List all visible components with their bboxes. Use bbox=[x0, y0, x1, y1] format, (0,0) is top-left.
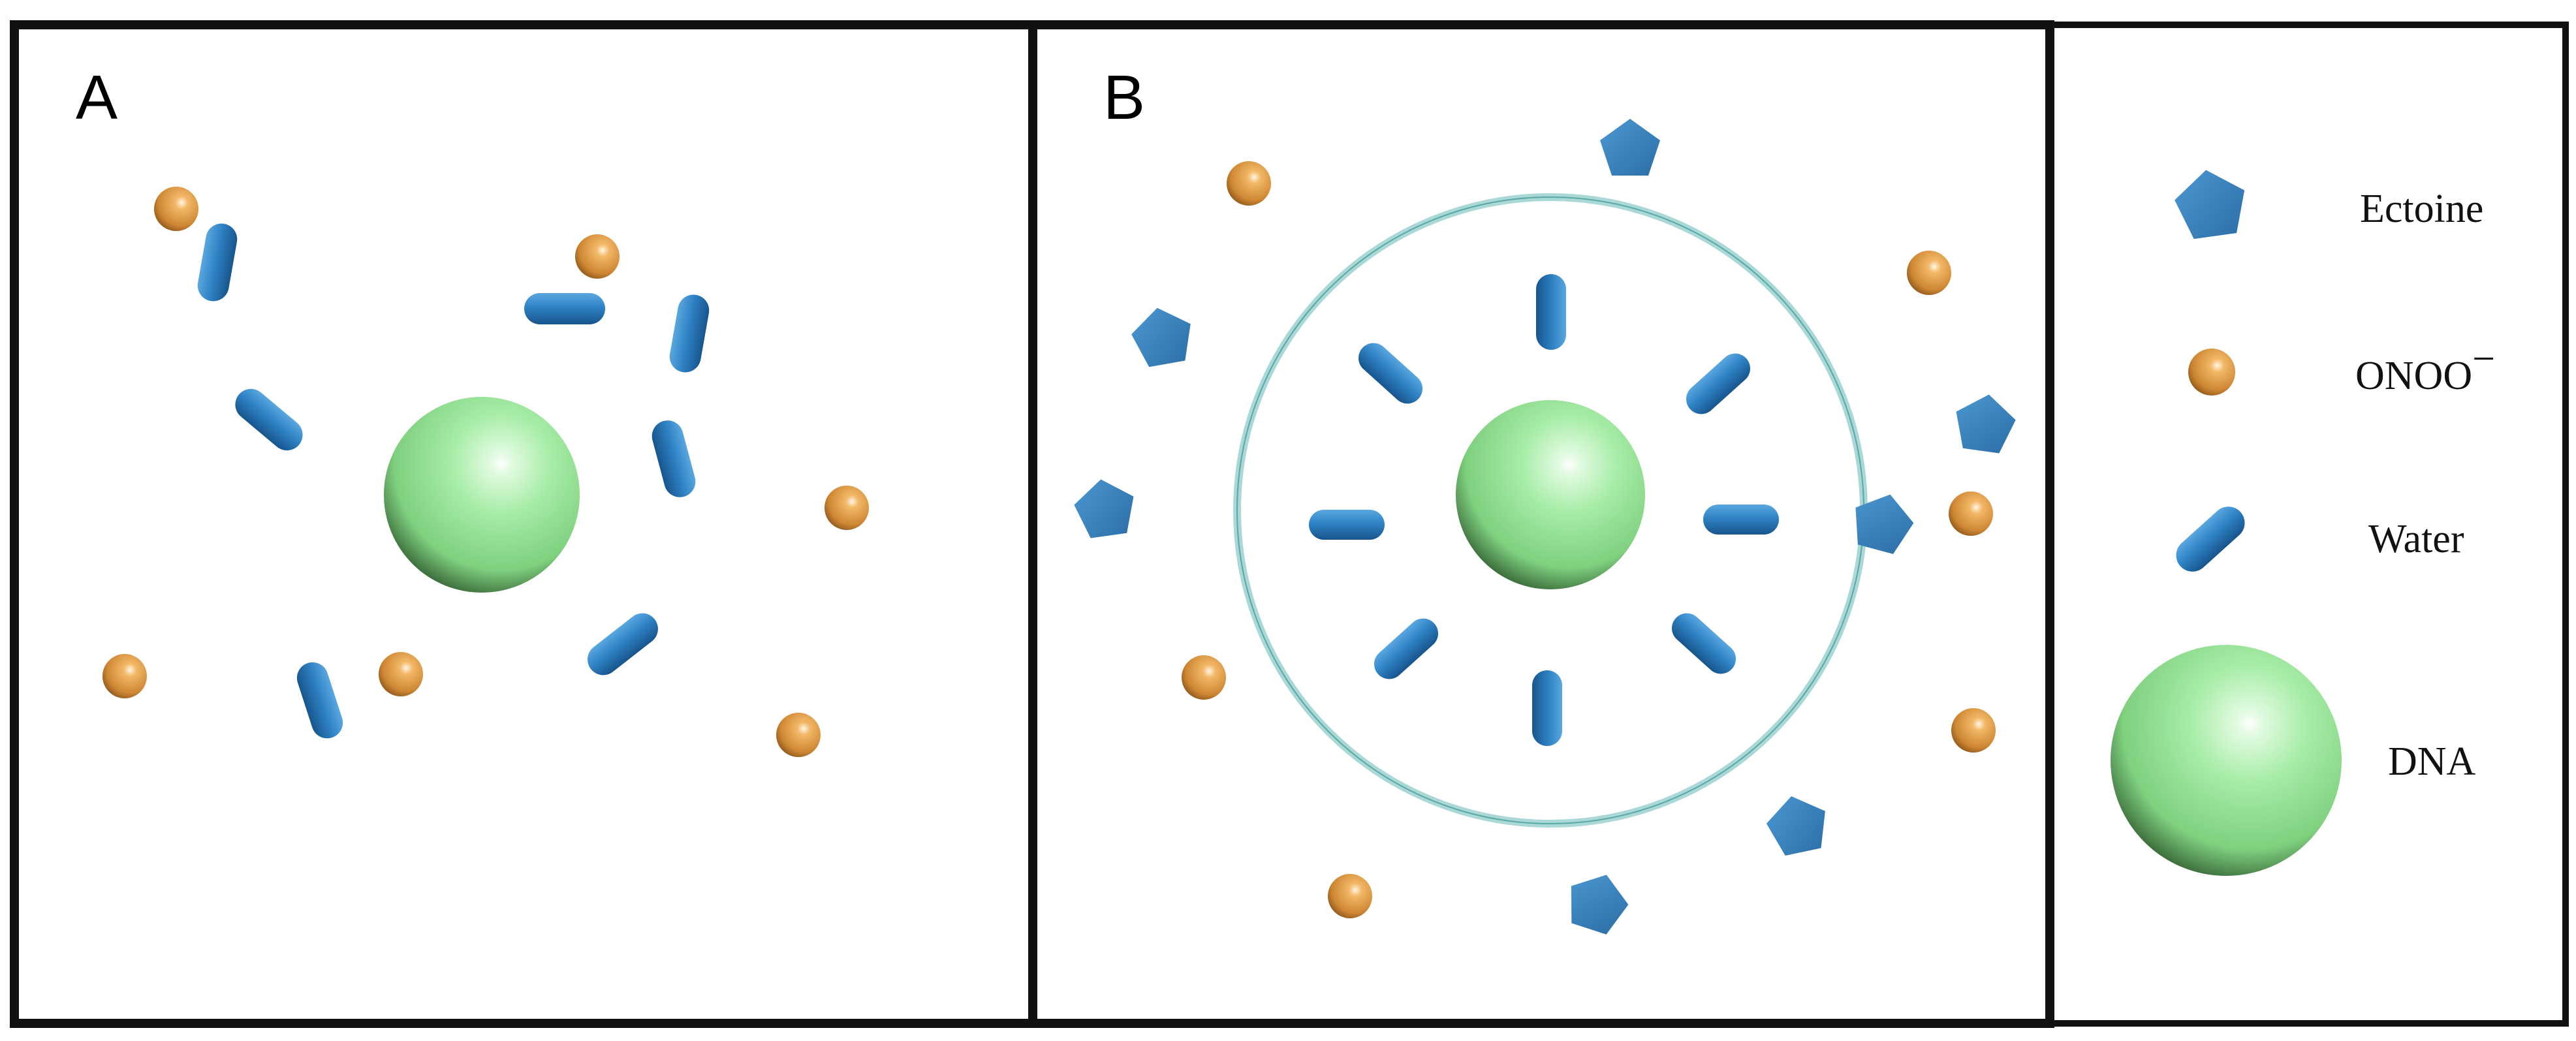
legend-onoo-superscript: − bbox=[2472, 337, 2495, 381]
water-molecule bbox=[1536, 274, 1566, 350]
onoo-molecule bbox=[575, 234, 620, 279]
water-molecule bbox=[235, 388, 303, 451]
onoo-molecule bbox=[154, 187, 198, 231]
ectoine-molecule bbox=[1571, 875, 1629, 935]
legend-onoo-icon bbox=[2188, 349, 2235, 396]
water-molecule bbox=[652, 420, 696, 497]
legend-water-icon bbox=[2176, 506, 2245, 572]
legend-onoo-label: ONOO− bbox=[2355, 337, 2495, 398]
legend-ectoine-label: Ectoine bbox=[2360, 187, 2483, 231]
water-molecule bbox=[669, 294, 710, 373]
panel-b-label: B bbox=[1103, 63, 1145, 132]
water-molecule bbox=[1309, 510, 1385, 540]
water-molecule bbox=[588, 613, 658, 676]
ectoine-molecule bbox=[1855, 494, 1914, 554]
legend-water-label: Water bbox=[2368, 517, 2464, 561]
legend: Ectoine ONOO− Water DNA bbox=[2111, 170, 2495, 876]
water-molecule bbox=[1532, 670, 1562, 746]
water-molecule bbox=[1671, 613, 1736, 674]
dna-molecule bbox=[384, 397, 580, 593]
water-molecule bbox=[296, 662, 343, 739]
onoo-molecule bbox=[379, 652, 423, 696]
ectoine-molecule bbox=[1766, 796, 1825, 856]
ectoine-molecule bbox=[1074, 479, 1134, 538]
legend-dna-icon bbox=[2111, 645, 2342, 876]
onoo-molecule bbox=[825, 486, 869, 530]
panel-b-diagram bbox=[1074, 119, 2016, 935]
legend-ectoine-icon bbox=[2175, 170, 2245, 240]
legend-panel-border bbox=[2047, 22, 2569, 1027]
water-molecule bbox=[1703, 505, 1779, 535]
panel-a-label: A bbox=[76, 63, 118, 132]
water-molecule bbox=[524, 293, 605, 324]
onoo-molecule bbox=[1907, 251, 1951, 295]
onoo-molecule bbox=[1328, 874, 1372, 918]
panel-a-diagram bbox=[102, 187, 869, 757]
water-molecule bbox=[1374, 618, 1439, 679]
water-molecule bbox=[197, 223, 238, 302]
onoo-molecule bbox=[1949, 491, 1993, 536]
onoo-molecule bbox=[102, 654, 147, 698]
ectoine-molecule bbox=[1600, 119, 1660, 176]
legend-dna-label: DNA bbox=[2388, 739, 2476, 784]
water-molecule bbox=[1358, 343, 1423, 404]
water-molecule bbox=[1686, 353, 1751, 414]
ectoine-molecule bbox=[1131, 307, 1191, 367]
ectoine-molecule bbox=[1956, 394, 2016, 454]
onoo-molecule bbox=[1951, 708, 1996, 753]
onoo-molecule bbox=[1227, 161, 1271, 206]
onoo-molecule bbox=[1182, 655, 1226, 700]
onoo-molecule bbox=[776, 713, 821, 757]
dna-molecule bbox=[1456, 400, 1645, 589]
